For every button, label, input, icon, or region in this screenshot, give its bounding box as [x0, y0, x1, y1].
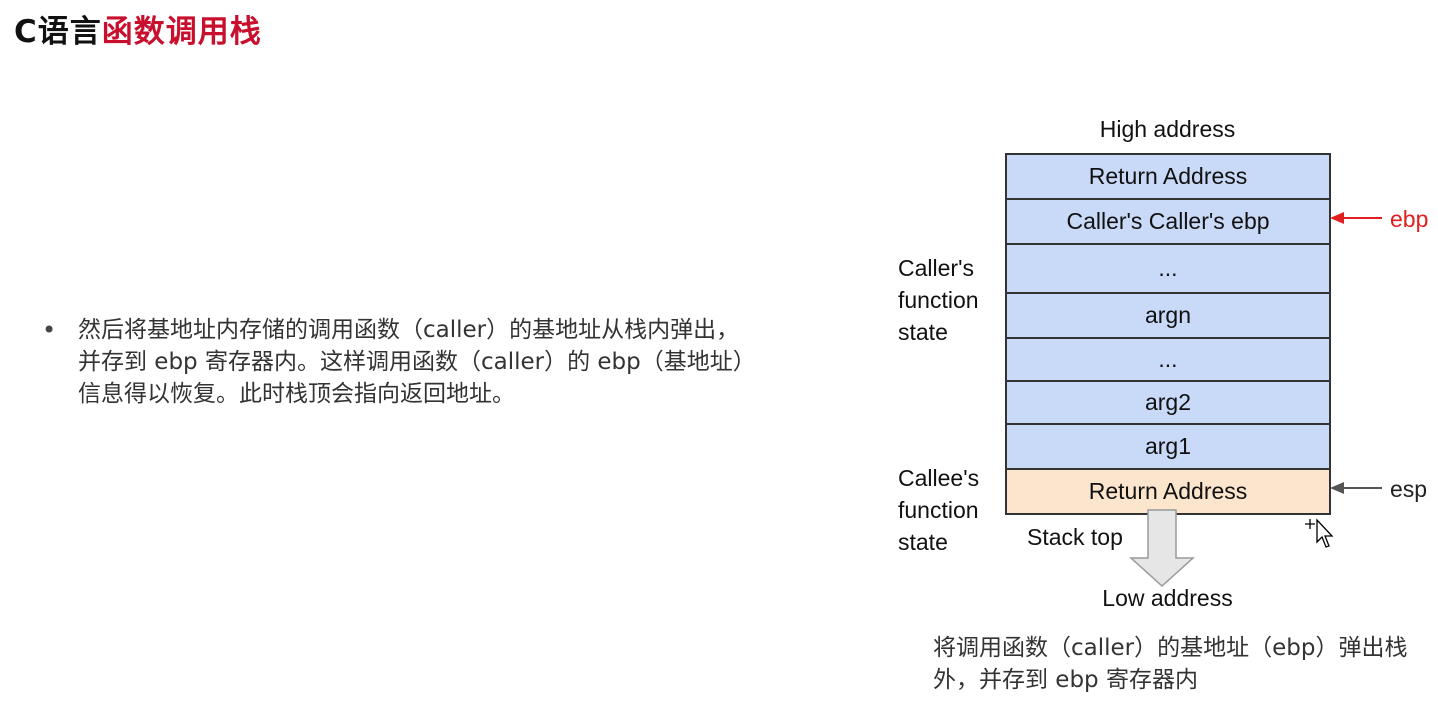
diagram-caption: 将调用函数（caller）的基地址（ebp）弹出栈外，并存到 ebp 寄存器内	[933, 635, 1408, 693]
ebp-pointer-label: ebp	[1390, 206, 1429, 232]
callee-state-label: Callee's function state	[898, 465, 980, 555]
stack-cell-argn: argn	[1007, 294, 1329, 339]
bullet-text: 然后将基地址内存储的调用函数（caller）的基地址从栈内弹出，并存到 ebp …	[78, 317, 756, 407]
stack-cell-callers-callers-ebp: Caller's Caller's ebp	[1007, 200, 1329, 245]
mouse-cursor-icon	[1305, 518, 1334, 548]
low-address-label: Low address	[1102, 585, 1233, 611]
bullet-list: • 然后将基地址内存储的调用函数（caller）的基地址从栈内弹出，并存到 eb…	[40, 314, 760, 410]
stack-diagram: High address Return Address Caller's Cal…	[880, 110, 1438, 712]
stack-cell-ellipsis-lower: ...	[1007, 339, 1329, 382]
stack-frame: Return Address Caller's Caller's ebp ...…	[1005, 153, 1331, 515]
bullet-dot-icon: •	[42, 316, 57, 344]
stack-cell-return-address: Return Address	[1007, 155, 1329, 200]
stack-down-arrow-icon	[1129, 509, 1195, 588]
slide-title: C语言 函数调用栈	[14, 6, 262, 50]
stack-cell-ellipsis-upper: ...	[1007, 245, 1329, 294]
title-part-2: 函数调用栈	[101, 14, 262, 50]
caller-state-label: Caller's function state	[898, 255, 979, 345]
title-part-1: C语言	[14, 14, 102, 50]
esp-pointer-label: esp	[1390, 476, 1428, 502]
stack-top-label: Stack top	[1027, 524, 1123, 550]
high-address-label: High address	[1099, 116, 1236, 142]
esp-arrow-icon	[1330, 482, 1382, 494]
stack-cell-current-return-address: Return Address	[1007, 470, 1329, 513]
stack-cell-arg2: arg2	[1007, 382, 1329, 425]
stack-cell-arg1: arg1	[1007, 425, 1329, 470]
ebp-arrow-icon	[1330, 212, 1382, 224]
